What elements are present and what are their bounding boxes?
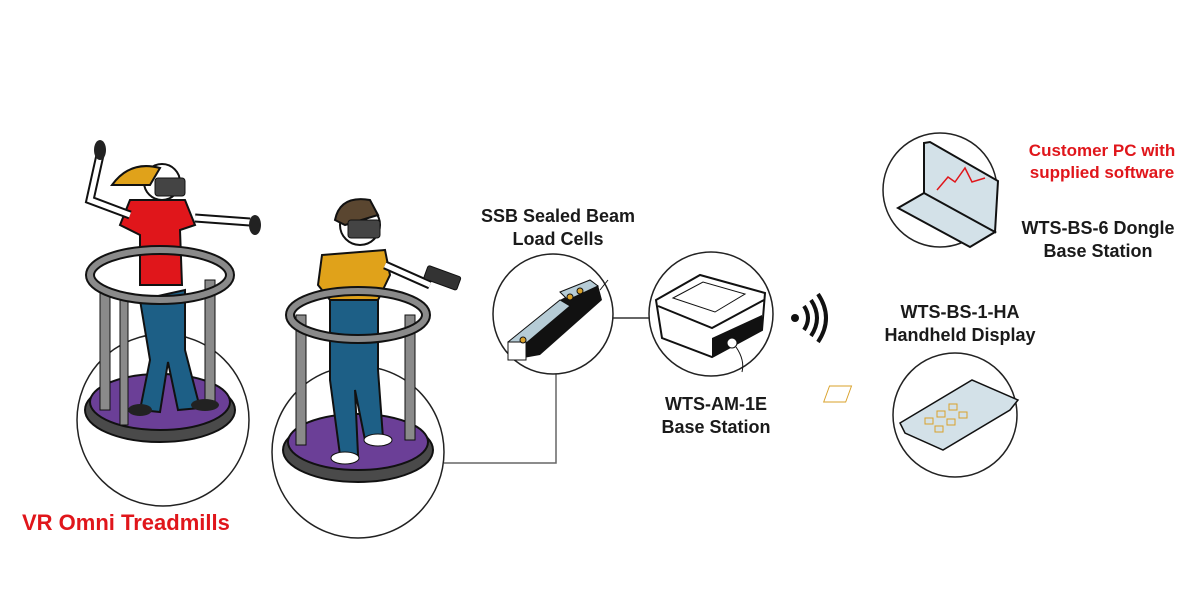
label-customer-pc: Customer PC with supplied software	[1002, 140, 1200, 184]
label-line: Base Station	[1043, 241, 1153, 261]
label-line: WTS-BS-1-HA	[900, 302, 1020, 322]
base-station-illustration	[648, 251, 774, 377]
label-line: Customer PC with	[1028, 141, 1176, 160]
label-load-cells: SSB Sealed Beam Load Cells	[458, 205, 658, 251]
wireless-signal-icon	[791, 292, 828, 344]
label-line: Load Cells	[512, 229, 604, 249]
label-dongle: WTS-BS-6 Dongle Base Station	[998, 217, 1198, 263]
laptop-illustration	[882, 132, 1000, 249]
load-cell-illustration	[492, 253, 614, 375]
label-line: supplied software	[1029, 163, 1175, 182]
label-handheld: WTS-BS-1-HA Handheld Display	[860, 301, 1060, 347]
label-line: Base Station	[661, 417, 771, 437]
vr-treadmill-1	[76, 140, 261, 507]
label-line: SSB Sealed Beam	[480, 206, 636, 226]
vr-treadmill-2	[271, 198, 462, 539]
label-base-station: WTS-AM-1E Base Station	[616, 393, 816, 439]
connector-treadmill-to-loadcell	[444, 374, 557, 464]
handheld-illustration	[823, 352, 1020, 478]
label-line: Handheld Display	[884, 325, 1036, 345]
label-treadmills: VR Omni Treadmills	[22, 510, 230, 535]
label-line: WTS-BS-6 Dongle	[1021, 218, 1175, 238]
label-line: WTS-AM-1E	[665, 394, 767, 414]
